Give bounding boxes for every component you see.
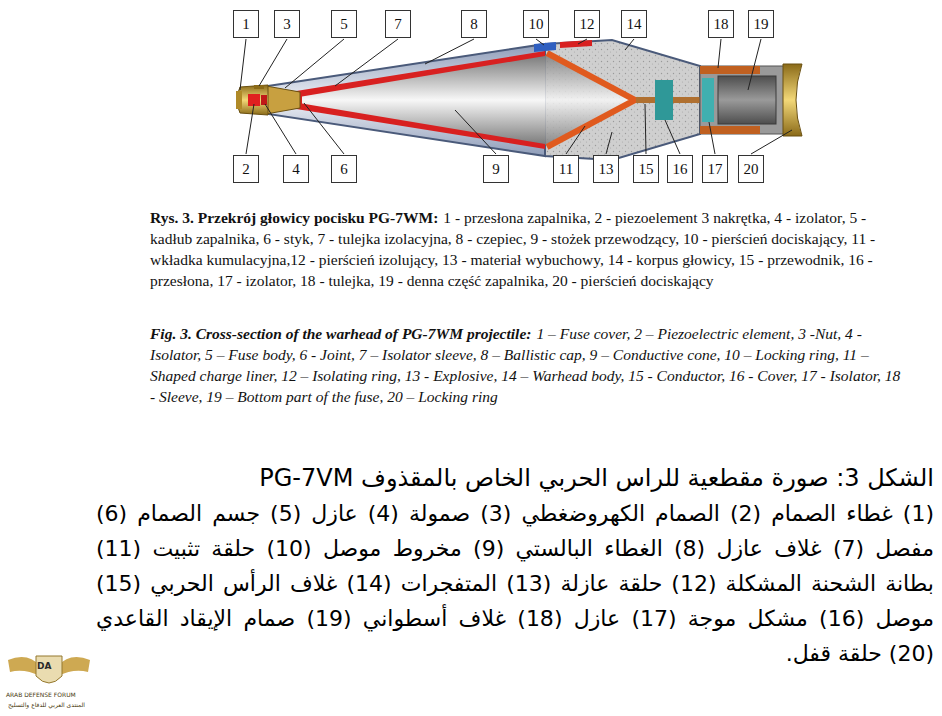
callout-box: 8	[461, 10, 487, 38]
callout-number: 20	[744, 161, 759, 178]
callout-box: 18	[708, 10, 734, 38]
callout-number: 3	[283, 16, 291, 33]
callout-box: 14	[621, 10, 647, 38]
watermark: DA	[37, 661, 51, 671]
callout-number: 10	[529, 16, 544, 33]
callout-box: 3	[274, 10, 300, 38]
callout-box: 6	[331, 155, 357, 183]
callout-box: 7	[385, 10, 411, 38]
callout-number: 14	[627, 16, 642, 33]
watermark: المنتدى العربي للدفاع والتسليح	[8, 701, 85, 708]
callout-number: 9	[492, 161, 500, 178]
callout-number: 18	[714, 16, 729, 33]
callout-number: 12	[580, 16, 595, 33]
caption-text: (1) غطاء الصمام (2) الصمام الكهروضغطي (3…	[96, 496, 934, 671]
callout-box: 20	[738, 155, 764, 183]
callout-box: 9	[483, 155, 509, 183]
callout-number: 1	[242, 16, 250, 33]
callout-box: 13	[593, 155, 619, 183]
callout-box: 1	[233, 10, 259, 38]
callout-box: 4	[283, 155, 309, 183]
cross-section	[236, 40, 802, 160]
callout-box: 5	[331, 10, 357, 38]
arabic-caption: الشكل 3: صورة مقطعية للراس الحربي الخاص …	[96, 460, 934, 671]
caption-heading: Rys. 3. Przekrój głowicy pocisku PG-7WM:	[150, 209, 438, 226]
callout-box: 11	[553, 155, 579, 183]
watermark-text: DA	[37, 661, 51, 671]
callout-number: 16	[673, 161, 688, 178]
callout-number: 4	[292, 161, 300, 178]
callout-box: 17	[702, 155, 728, 183]
english-caption: Fig. 3. Cross-section of the warhead of …	[150, 323, 908, 407]
watermark: ARAB DEFENSE FORUM	[6, 691, 76, 698]
callout-box: 2	[233, 155, 259, 183]
callout-number: 11	[559, 161, 573, 178]
caption-heading: Fig. 3. Cross-section of the warhead of …	[150, 325, 531, 342]
callout-box: 16	[667, 155, 693, 183]
callout-number: 13	[599, 161, 614, 178]
callout-number: 8	[470, 16, 478, 33]
callout-box: 10	[523, 10, 549, 38]
callout-number: 2	[242, 161, 250, 178]
callout-number: 15	[639, 161, 654, 178]
callout-box: 15	[633, 155, 659, 183]
callout-number: 7	[394, 16, 402, 33]
callout-number: 17	[708, 161, 723, 178]
callout-number: 6	[340, 161, 348, 178]
leader-lines	[240, 39, 792, 154]
watermark-text: المنتدى العربي للدفاع والتسليح	[8, 701, 85, 708]
callout-number: 5	[340, 16, 348, 33]
caption-heading: الشكل 3: صورة مقطعية للراس الحربي الخاص …	[96, 460, 934, 496]
polish-caption: Rys. 3. Przekrój głowicy pocisku PG-7WM:…	[150, 207, 908, 291]
watermark-text: ARAB DEFENSE FORUM	[6, 691, 76, 698]
callout-number: 19	[754, 16, 769, 33]
callout-box: 12	[574, 10, 600, 38]
callout-box: 19	[748, 10, 774, 38]
watermark-emblem	[8, 656, 90, 683]
